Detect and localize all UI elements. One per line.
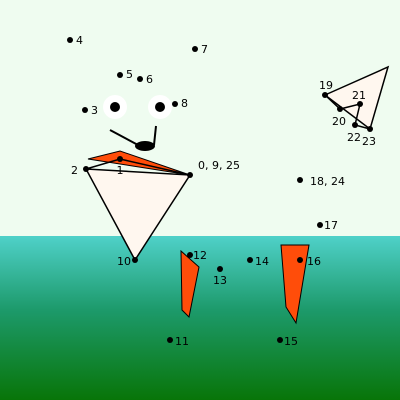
dot-11[interactable] [167, 337, 173, 343]
dot-8[interactable] [172, 101, 178, 107]
dot-label-17: 17 [324, 219, 338, 232]
dot-label-11: 11 [175, 335, 189, 348]
dot-19[interactable] [322, 92, 328, 98]
dot-label-1: 1 [117, 164, 124, 177]
dot-label-19: 19 [319, 79, 333, 92]
dot-0[interactable] [187, 172, 193, 178]
dot-label-3: 3 [91, 104, 98, 117]
dot-2[interactable] [83, 166, 89, 172]
body-shape [84, 168, 192, 262]
dot-17[interactable] [317, 222, 323, 228]
dot-13[interactable] [217, 266, 223, 272]
right-eye-pupil [155, 102, 165, 112]
dot-label-14: 14 [255, 255, 269, 268]
dot-label-18: 18, 24 [310, 175, 345, 188]
sky-background [0, 0, 400, 236]
dot-label-2: 2 [71, 164, 78, 177]
dot-label-5: 5 [126, 68, 133, 81]
left-eye-pupil [110, 102, 120, 112]
nose-line [153, 125, 157, 146]
dot-6[interactable] [137, 76, 143, 82]
dot-label-6: 6 [146, 73, 153, 86]
dot-label-15: 15 [284, 335, 298, 348]
dot-16[interactable] [297, 257, 303, 263]
right-leg-shape [280, 244, 310, 325]
sea-background [0, 236, 400, 400]
dot-label-22: 22 [347, 131, 361, 144]
dot-label-7: 7 [201, 43, 208, 56]
nose-shape [135, 141, 155, 151]
mouth-line [109, 129, 139, 146]
dot-20[interactable] [337, 106, 343, 112]
dot-label-8: 8 [181, 97, 188, 110]
dot-label-23: 23 [362, 135, 376, 148]
dot-7[interactable] [192, 46, 198, 52]
dot-22[interactable] [352, 122, 358, 128]
dot-5[interactable] [117, 72, 123, 78]
dot-12[interactable] [187, 252, 193, 258]
dot-18[interactable] [297, 177, 303, 183]
dot-label-12: 12 [193, 249, 207, 262]
dot-label-4: 4 [76, 34, 83, 47]
dot-21[interactable] [357, 101, 363, 107]
dot-label-10: 10 [117, 255, 131, 268]
left-leg-shape [180, 249, 200, 319]
dot-label-0: 0, 9, 25 [198, 159, 240, 172]
dot-3[interactable] [82, 107, 88, 113]
dot-label-13: 13 [213, 274, 227, 287]
dot-label-21: 21 [352, 89, 366, 102]
dot-10[interactable] [132, 257, 138, 263]
dot-label-20: 20 [332, 115, 346, 128]
dot-15[interactable] [277, 337, 283, 343]
dot-23[interactable] [367, 126, 373, 132]
dot-label-16: 16 [307, 255, 321, 268]
dot-14[interactable] [247, 257, 253, 263]
dot-1[interactable] [117, 156, 123, 162]
dot-4[interactable] [67, 37, 73, 43]
tail-shape [323, 65, 390, 131]
